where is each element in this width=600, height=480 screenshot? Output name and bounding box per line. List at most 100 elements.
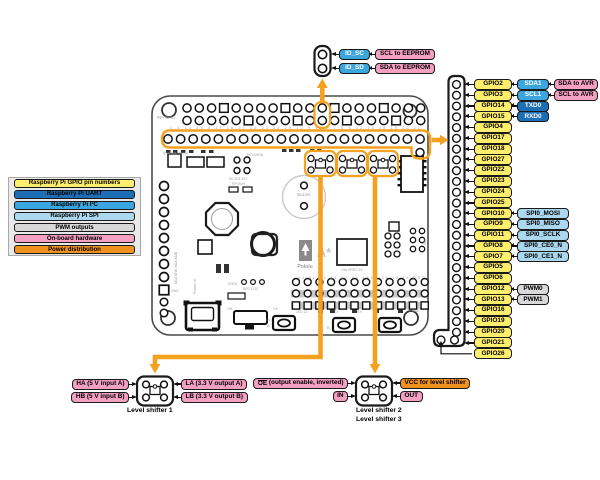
pin-hole bbox=[451, 101, 462, 111]
pin-hole bbox=[339, 134, 350, 144]
gpio-pin-label: GPIO25 bbox=[474, 197, 512, 209]
gpio26-trace bbox=[438, 341, 472, 355]
pin-hole bbox=[409, 227, 417, 235]
arrow-to-pin bbox=[464, 79, 474, 90]
pin-hole bbox=[354, 115, 365, 126]
legend-item: Power distribution bbox=[14, 245, 135, 255]
pin-hole bbox=[289, 134, 299, 144]
pin-hole bbox=[418, 236, 426, 244]
gpio-row: GPIO5 bbox=[464, 262, 512, 274]
pin-hole bbox=[341, 115, 352, 126]
pin-hole bbox=[378, 380, 388, 389]
link-line bbox=[511, 286, 517, 291]
pin-hole bbox=[357, 166, 366, 174]
pin-hole bbox=[409, 245, 417, 253]
pin-hole bbox=[233, 156, 241, 164]
ls3-highlight bbox=[366, 149, 400, 178]
pin-hole bbox=[182, 115, 192, 126]
buzzer bbox=[281, 174, 327, 220]
gpio-pin-label: GPIO12 bbox=[474, 283, 512, 295]
ls1-input-label: HA (5 V input A) bbox=[71, 379, 129, 390]
pin-hole bbox=[408, 277, 418, 287]
pin-hole bbox=[360, 393, 370, 402]
pin-hole bbox=[329, 115, 340, 126]
pin-hole bbox=[451, 112, 462, 122]
pin-hole bbox=[352, 134, 362, 144]
pin-hole bbox=[317, 103, 328, 113]
id-pin-label: ID_SC bbox=[339, 49, 370, 60]
pin-hole bbox=[384, 232, 392, 240]
arrow-to-pin bbox=[464, 154, 474, 165]
pin-hole bbox=[231, 115, 242, 126]
pin-hole bbox=[402, 134, 413, 144]
silkscreen-text: GND bbox=[171, 289, 179, 293]
pin-hole bbox=[326, 289, 336, 298]
pin-hole bbox=[280, 115, 291, 126]
pin-hole bbox=[403, 103, 414, 113]
pin-function-label: PWM1 bbox=[517, 294, 549, 306]
gpio-row: GPIO22 bbox=[464, 165, 512, 177]
pin-hole bbox=[369, 154, 378, 163]
mounting-hole bbox=[161, 102, 177, 118]
ls23-input-label: OE (output enable, inverted) bbox=[253, 378, 348, 389]
gpio-row: GPIO19 bbox=[464, 315, 512, 327]
highlight-routes bbox=[149, 78, 449, 374]
pin-hole bbox=[326, 277, 336, 287]
pin-hole bbox=[420, 301, 430, 310]
ls23-output-row: VCC for level shifter bbox=[392, 377, 471, 389]
link-line bbox=[369, 65, 375, 71]
ls23-output-label: OUT bbox=[400, 391, 423, 402]
silkscreen-text: Buzzer bbox=[297, 192, 311, 197]
pin-hole bbox=[158, 258, 170, 270]
pin-hole bbox=[364, 134, 375, 144]
label-text: (output enable, inverted) bbox=[267, 379, 344, 387]
pin-hole bbox=[451, 90, 462, 100]
pin-hole bbox=[268, 103, 278, 113]
pin-hole bbox=[338, 166, 347, 174]
arrow-to-pin bbox=[464, 316, 474, 327]
pin-hole bbox=[451, 219, 462, 230]
pin-hole bbox=[307, 154, 315, 163]
pin-hole bbox=[141, 380, 151, 389]
gpio-pin-label: GPIO7 bbox=[474, 251, 512, 263]
arrow-to-connector bbox=[173, 379, 181, 390]
pin-hole bbox=[451, 198, 462, 208]
link-line bbox=[369, 51, 375, 57]
silkscreen-text: A bbox=[267, 323, 270, 328]
arrow-to-connector bbox=[392, 378, 400, 389]
gpio-pin-label: GPIO15 bbox=[474, 111, 512, 123]
pin-hole bbox=[299, 181, 309, 190]
mcu-chip bbox=[336, 238, 368, 266]
pin-hole bbox=[291, 301, 301, 310]
pin-hole bbox=[451, 122, 462, 133]
pin-hole bbox=[243, 166, 251, 175]
pin-hole bbox=[158, 271, 170, 283]
pin-hole bbox=[292, 115, 303, 126]
pin-hole bbox=[255, 103, 266, 113]
pin-hole bbox=[378, 393, 388, 402]
eeprom-desc-label: SDA to EEPROM bbox=[375, 63, 435, 74]
pin-hole bbox=[451, 176, 462, 187]
pin-hole bbox=[200, 134, 211, 144]
pin-hole bbox=[408, 289, 418, 298]
arrow-to-connector bbox=[348, 391, 356, 402]
pin-hole bbox=[384, 241, 392, 249]
silkscreen-text: B bbox=[327, 325, 330, 330]
pin-hole bbox=[388, 154, 397, 163]
pin-hole bbox=[326, 166, 334, 174]
gpio-pin-label: GPIO22 bbox=[474, 165, 512, 177]
pin-hole bbox=[397, 277, 406, 287]
pin-hole bbox=[385, 301, 394, 310]
link-line bbox=[548, 92, 554, 98]
pin-hole bbox=[391, 103, 401, 113]
pin-hole bbox=[159, 297, 169, 307]
pin-hole bbox=[361, 301, 371, 310]
pin-hole bbox=[317, 63, 328, 74]
arrow-to-gpio-strip bbox=[440, 134, 449, 146]
gpio-row: GPIO18 bbox=[464, 143, 512, 155]
link-line bbox=[511, 232, 517, 238]
arrow-to-pin bbox=[464, 122, 474, 133]
